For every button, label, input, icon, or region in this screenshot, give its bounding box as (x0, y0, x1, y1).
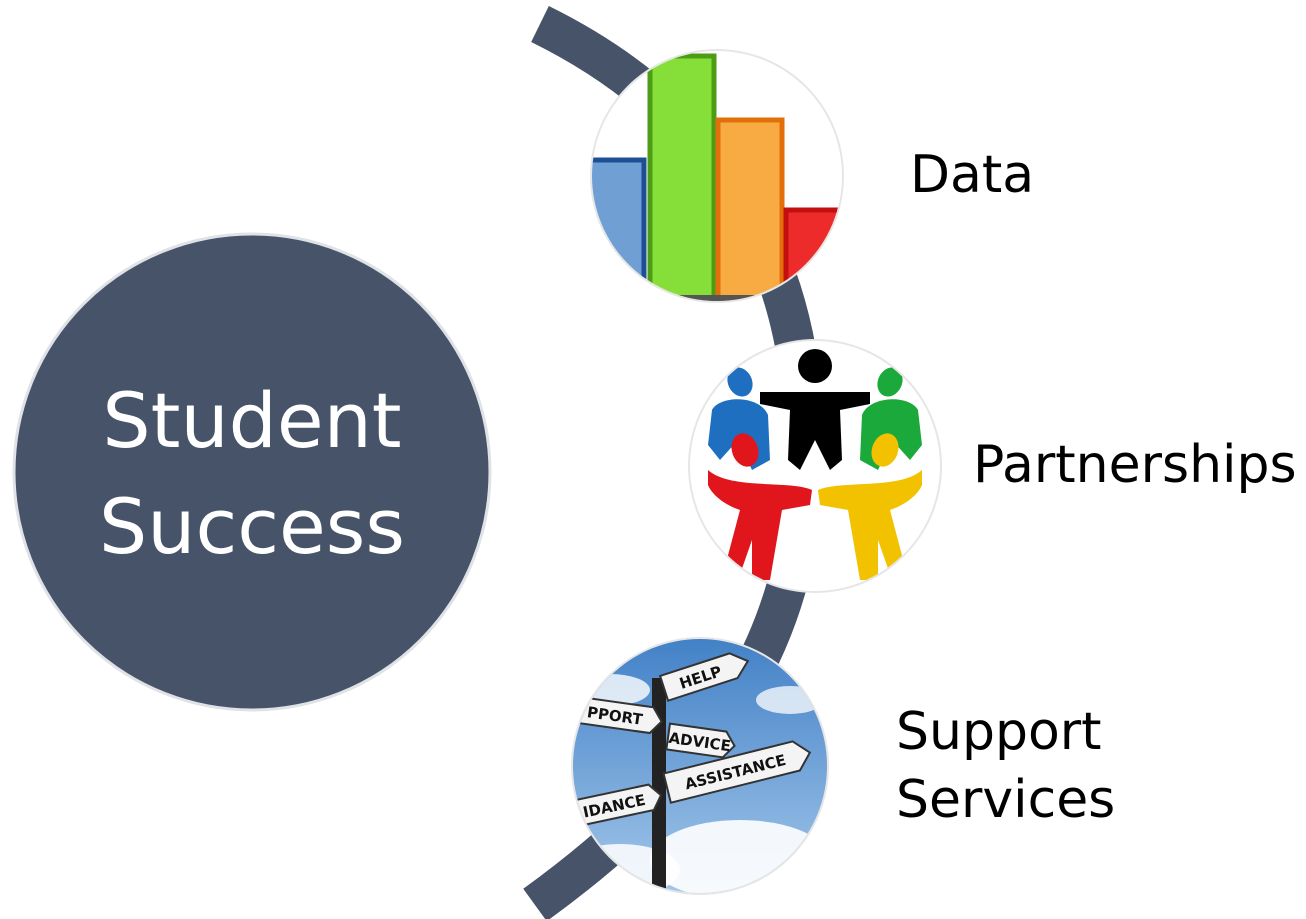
title-line-2: Success (99, 482, 405, 571)
people-circle-icon (688, 339, 942, 593)
student-success-node: Student Success (12, 232, 492, 712)
label-services: Services (896, 770, 1116, 830)
signpost-icon: HELP PPORT ADVICE ASSISTANCE IDANCE (571, 637, 829, 895)
bar-green (647, 53, 717, 301)
label-support: Support (896, 702, 1102, 762)
label-data: Data (910, 145, 1035, 205)
bar-orange (715, 117, 785, 301)
label-partnerships: Partnerships (973, 435, 1297, 495)
title-line-1: Student (102, 376, 401, 465)
bar-blue (592, 157, 647, 301)
